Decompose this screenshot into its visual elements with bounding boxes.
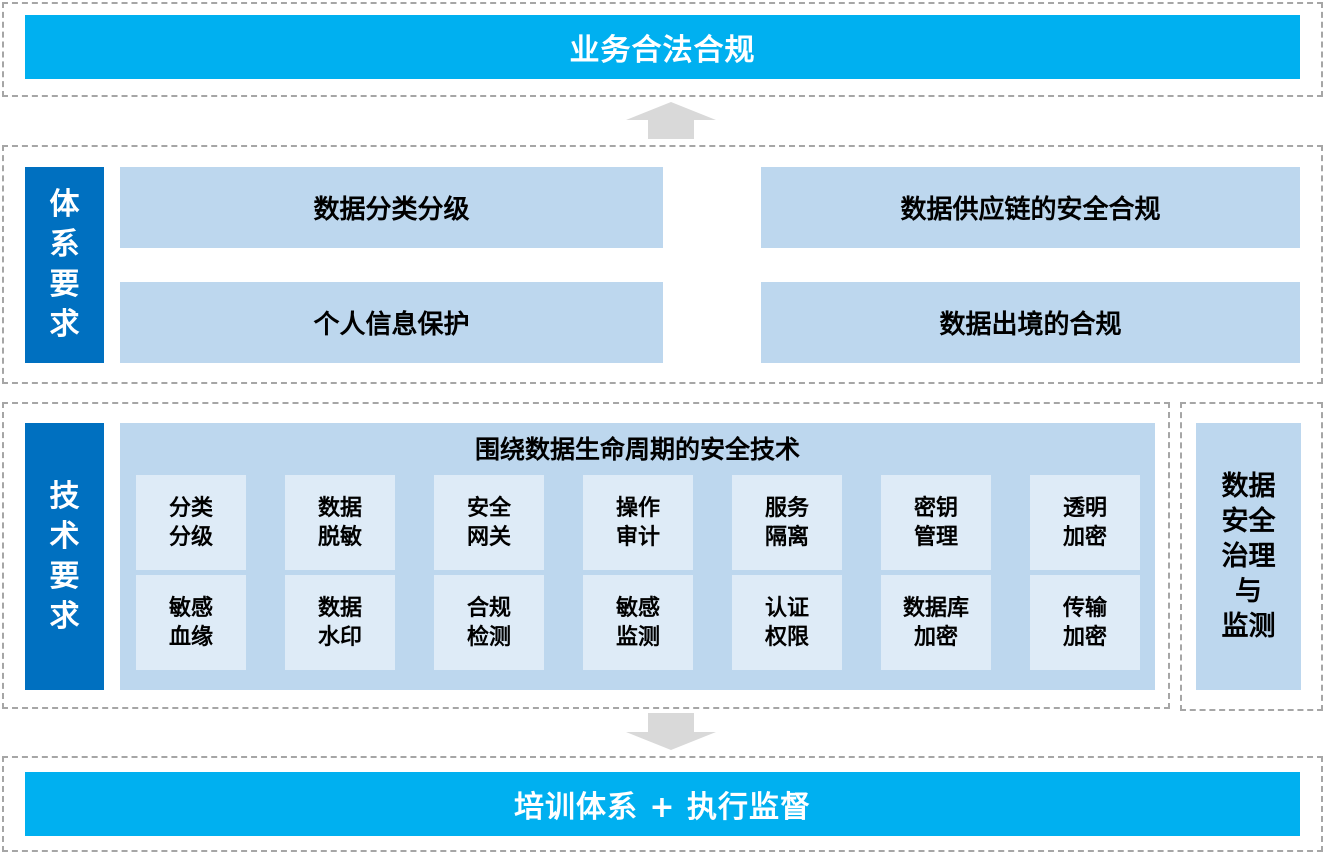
governance-label: 数据 安全 治理 与 监测 [1196, 423, 1301, 690]
down-arrow-icon [626, 713, 716, 750]
tech-cell: 数据 脱敏 [285, 475, 395, 570]
bottom-section [2, 756, 1323, 852]
tech-cell: 数据库 加密 [881, 575, 991, 670]
tech-cell: 数据 水印 [285, 575, 395, 670]
tech-cell: 透明 加密 [1030, 475, 1140, 570]
up-arrow-icon [626, 102, 716, 139]
requirement-cross-border: 数据出境的合规 [761, 282, 1300, 363]
tech-cell: 安全 网关 [434, 475, 544, 570]
top-bar-label: 业务合法合规 [569, 33, 756, 68]
tech-cell: 传输 加密 [1030, 575, 1140, 670]
top-section [2, 2, 1323, 97]
tech-cell: 认证 权限 [732, 575, 842, 670]
system-requirements-section [2, 145, 1323, 384]
requirement-personal-info: 个人信息保护 [120, 282, 663, 363]
tech-cell: 服务 隔离 [732, 475, 842, 570]
tech-cell: 密钥 管理 [881, 475, 991, 570]
system-requirements-label: 体 系 要 求 [25, 167, 104, 363]
requirement-supply-chain: 数据供应链的安全合规 [761, 167, 1300, 248]
tech-cell: 操作 审计 [583, 475, 693, 570]
requirement-data-classification: 数据分类分级 [120, 167, 663, 248]
tech-cell: 敏感 监测 [583, 575, 693, 670]
tech-cell: 敏感 血缘 [136, 575, 246, 670]
top-bar: 业务合法合规 [25, 15, 1300, 79]
technical-panel-title: 围绕数据生命周期的安全技术 [474, 435, 800, 464]
governance-section [1180, 402, 1323, 711]
bottom-bar-label: 培训体系 + 执行监督 [513, 790, 812, 825]
bottom-bar: 培训体系 + 执行监督 [25, 772, 1300, 836]
tech-cell: 分类 分级 [136, 475, 246, 570]
technical-requirements-label: 技 术 要 求 [25, 423, 104, 690]
technical-requirements-section [2, 402, 1170, 709]
tech-cell: 合规 检测 [434, 575, 544, 670]
